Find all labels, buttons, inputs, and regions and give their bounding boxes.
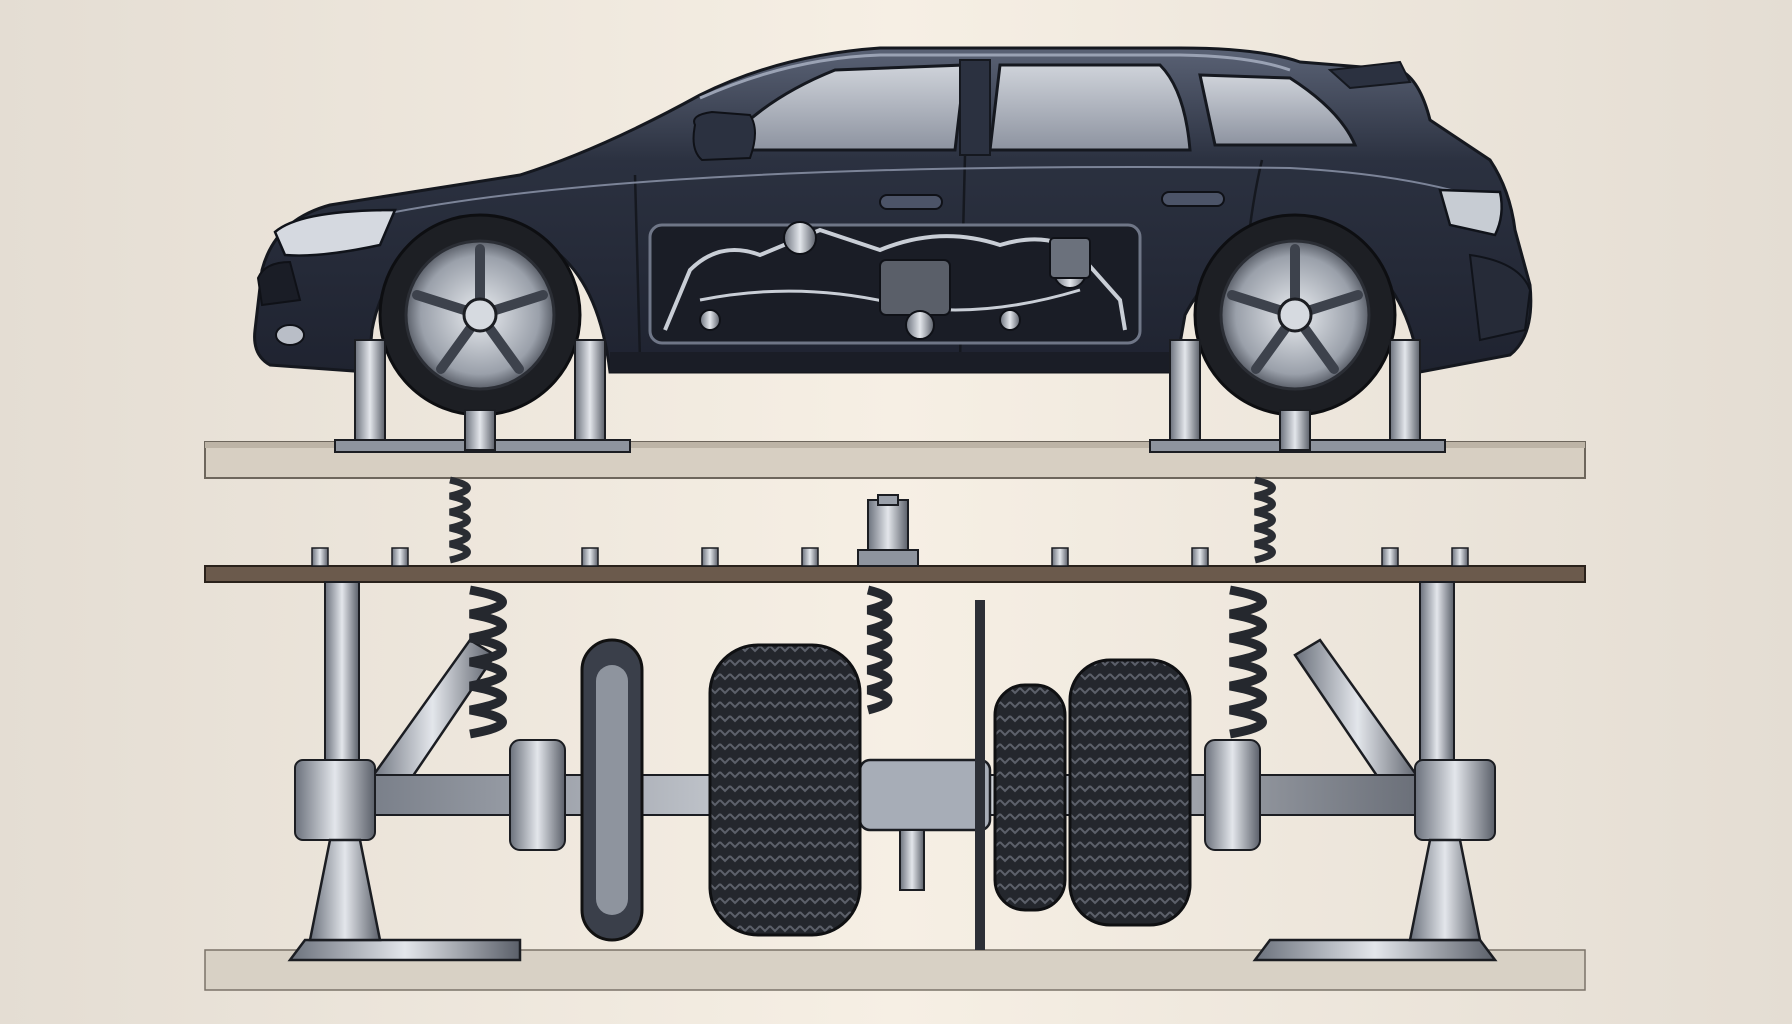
fog-light [275,324,305,346]
center-right-tire [993,683,1067,912]
wooden-beam [204,547,1586,583]
b-pillar [959,59,991,156]
side-mirror [692,110,756,162]
body-crease [379,165,1501,216]
lower-coil-springs [469,585,1267,739]
rear-door-handle [1161,191,1225,207]
roof-spoiler [1327,60,1412,90]
center-strut-mount [857,494,919,567]
upper-coil-springs [449,476,1276,564]
roof-line [699,53,1291,100]
rear-bumper [1468,253,1532,342]
front-wheel-mount [334,339,631,453]
rear-wheel-mount [1149,339,1446,453]
tires [708,643,1192,937]
center-left-tire [708,643,862,937]
taillight [1438,188,1503,237]
side-skirt [610,352,1175,372]
front-grille [256,260,302,307]
rear-window [988,63,1192,152]
base-stands [287,838,1498,962]
brake-rotor [580,638,644,942]
quarter-window [1198,73,1358,147]
headlight [273,208,397,257]
rear-wheel [1193,213,1397,417]
axle-assembly [294,600,1496,950]
under-body-mechanism [648,221,1142,345]
right-tire [1068,658,1192,927]
front-wheel [378,213,582,417]
front-door-handle [879,194,943,210]
